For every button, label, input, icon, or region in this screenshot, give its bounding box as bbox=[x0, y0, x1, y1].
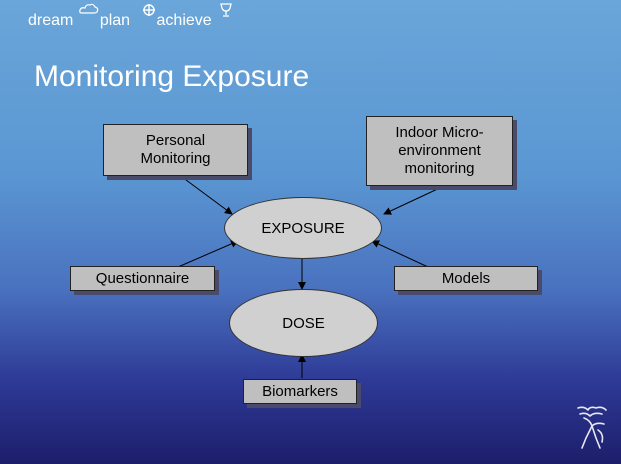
cloud-icon bbox=[78, 3, 99, 14]
biomarkers-box: Biomarkers bbox=[243, 379, 357, 404]
trophy-icon bbox=[219, 3, 232, 17]
personal-line1: Personal bbox=[145, 132, 206, 149]
tagline-plan: plan bbox=[99, 12, 131, 29]
crosshair-globe-icon bbox=[142, 4, 155, 16]
questionnaire-box: Questionnaire bbox=[70, 266, 215, 291]
dose-node: DOSE bbox=[229, 289, 378, 357]
indoor-line1: Indoor Micro- bbox=[395, 124, 484, 141]
arrow-personal-to-exposure bbox=[177, 173, 233, 215]
exposure-node: EXPOSURE bbox=[224, 197, 382, 259]
models-box: Models bbox=[394, 266, 538, 291]
indoor-line2: environment bbox=[398, 142, 481, 159]
slide-title: Monitoring Exposure bbox=[34, 60, 310, 93]
personal-monitoring-box: Personal Monitoring bbox=[103, 124, 248, 176]
exposure-label: EXPOSURE bbox=[261, 219, 345, 237]
biomarkers-label: Biomarkers bbox=[262, 382, 338, 400]
tagline: dream plan achieve bbox=[28, 3, 234, 30]
arrow-models-to-exposure bbox=[371, 240, 429, 268]
arrow-indoor-to-exposure bbox=[383, 185, 445, 215]
personal-line2: Monitoring bbox=[140, 150, 211, 167]
dose-label: DOSE bbox=[282, 314, 325, 332]
models-label: Models bbox=[441, 269, 491, 287]
liverbird-logo bbox=[577, 406, 607, 449]
indoor-line3: monitoring bbox=[404, 160, 475, 177]
arrow-questionnaire-to-exposure bbox=[177, 240, 239, 268]
indoor-monitoring-box: Indoor Micro- environment monitoring bbox=[366, 116, 513, 186]
tagline-achieve: achieve bbox=[156, 12, 212, 29]
questionnaire-label: Questionnaire bbox=[95, 269, 190, 287]
tagline-dream: dream bbox=[28, 12, 74, 29]
